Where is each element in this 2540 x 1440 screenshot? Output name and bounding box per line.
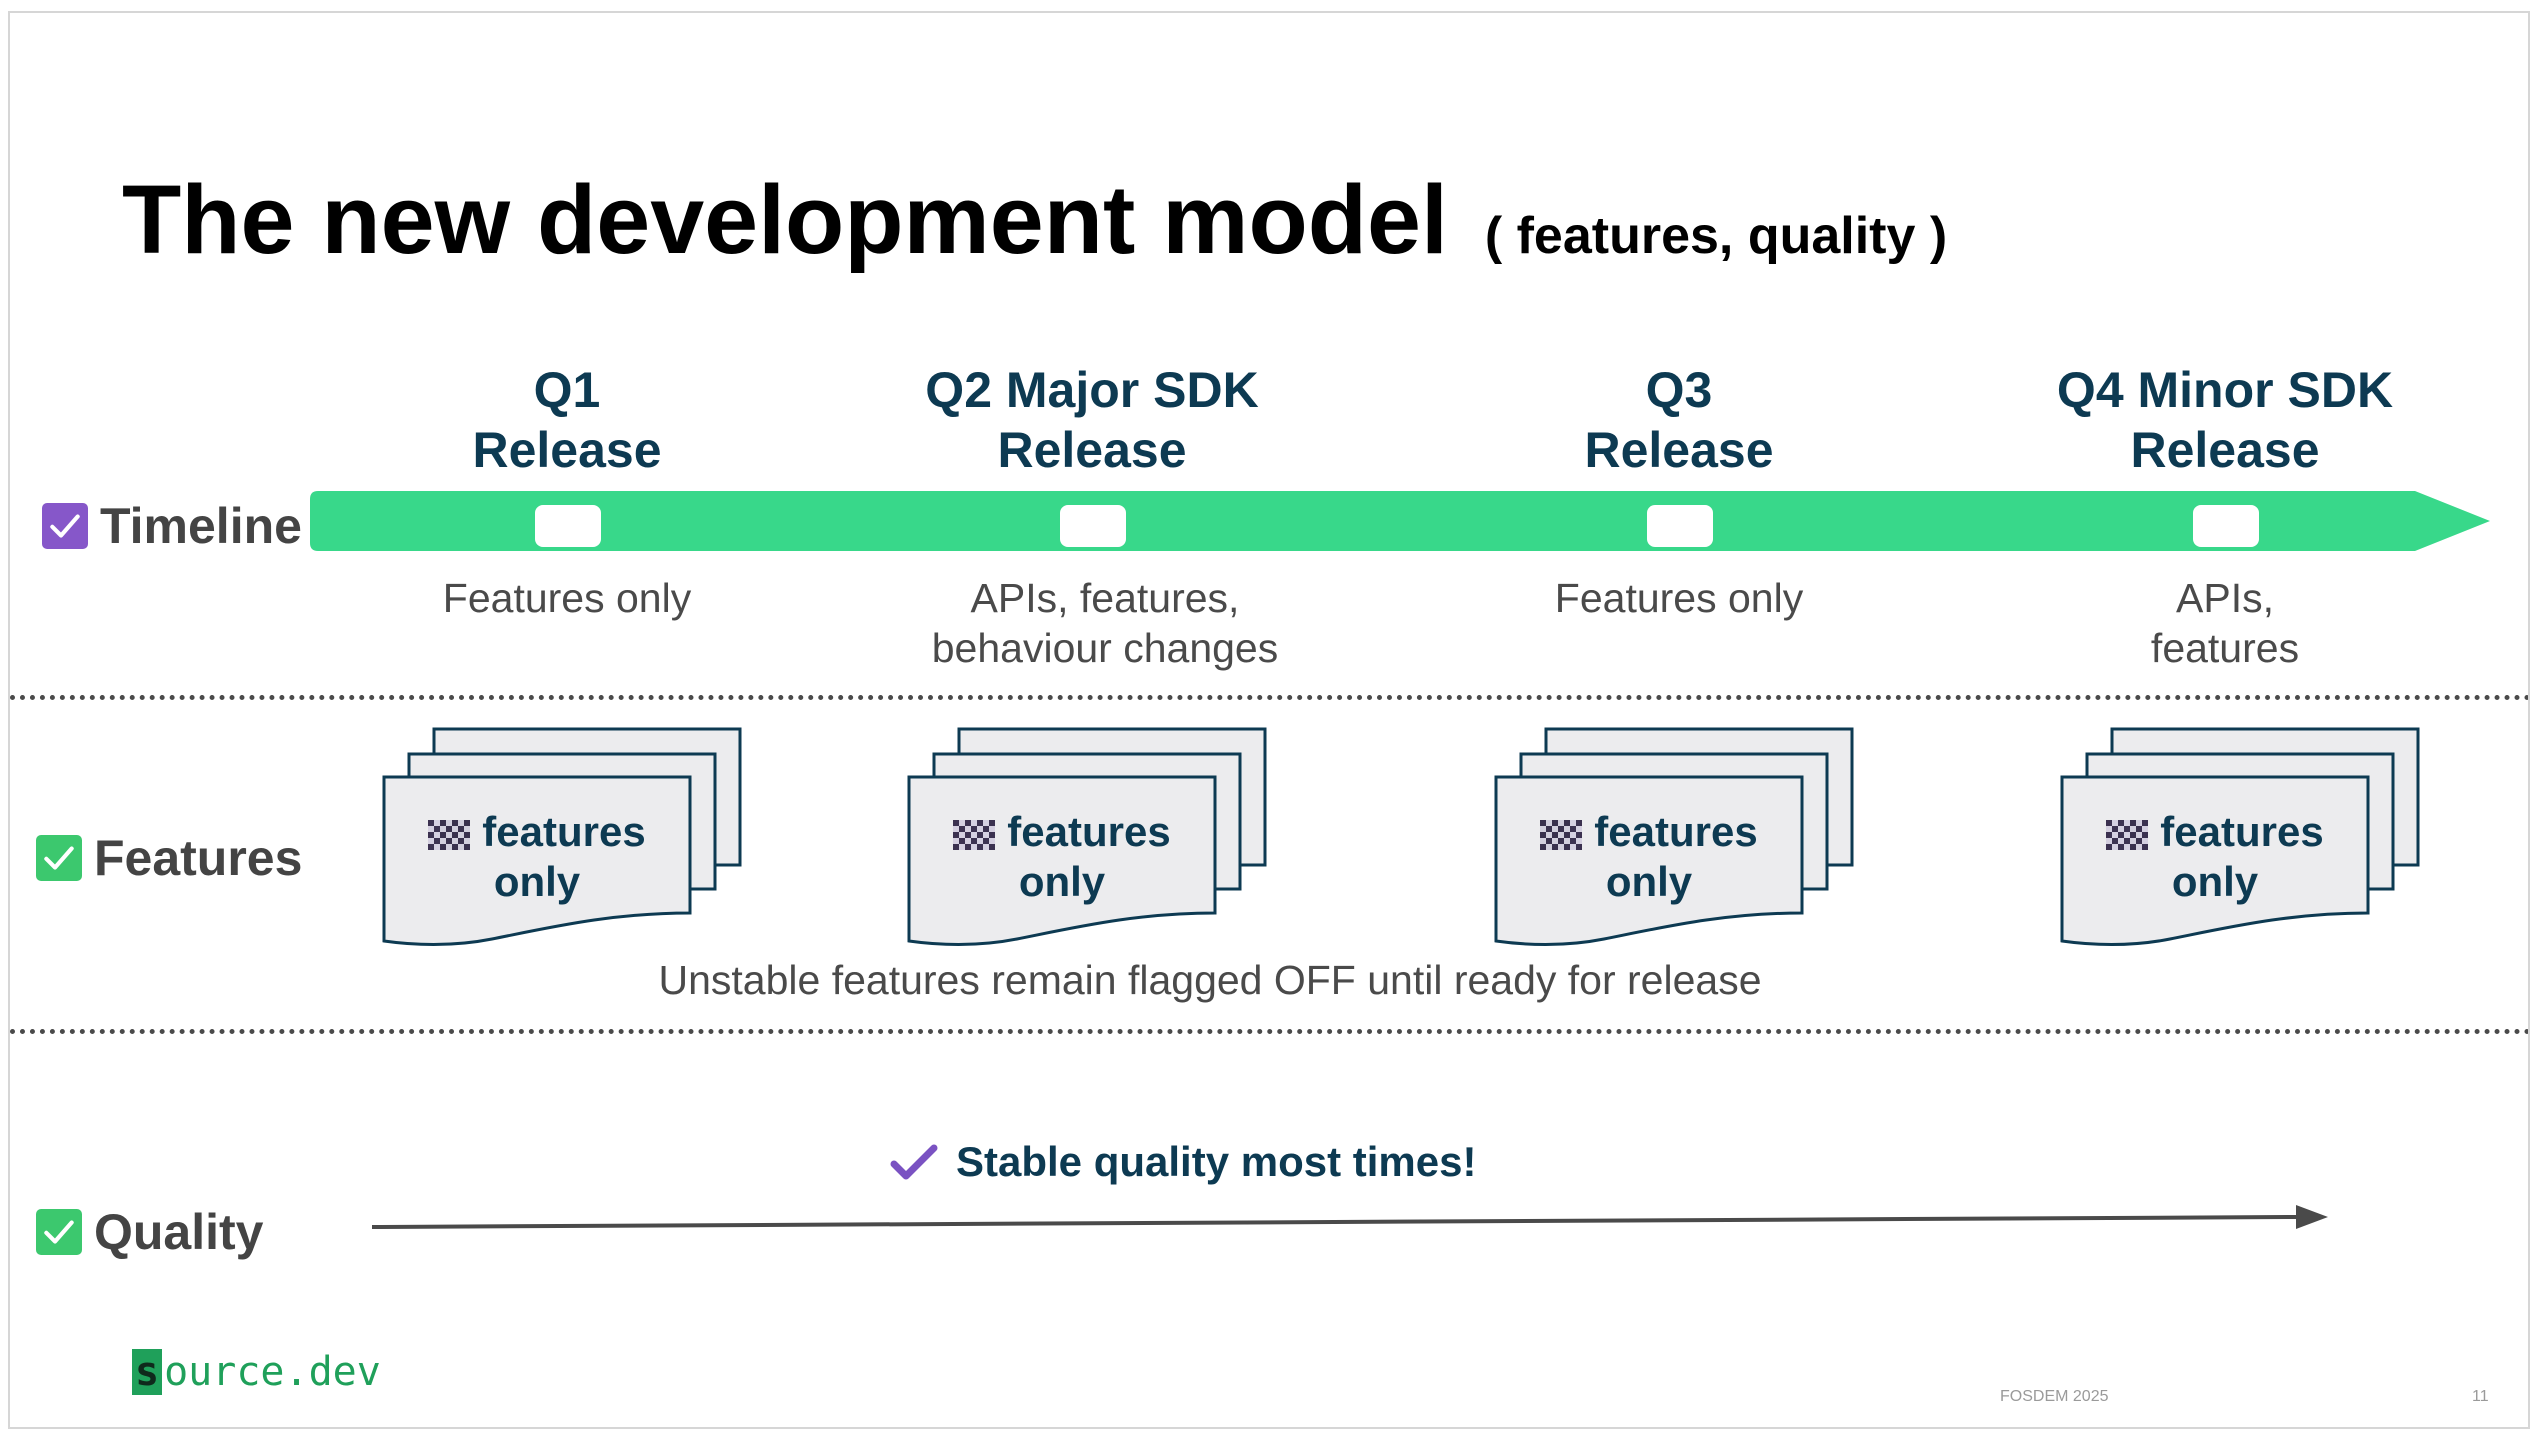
- feature-doc-line1: features: [2160, 808, 2324, 855]
- quarter-description-q3: Features only: [1379, 573, 1979, 623]
- feature-doc-line1: features: [1007, 808, 1171, 855]
- quarter-description-q4: APIs, features: [1925, 573, 2525, 673]
- row-label-features: Features: [36, 829, 302, 887]
- checkered-flag-icon: [428, 819, 471, 850]
- description-line1: Features only: [442, 575, 692, 621]
- quarter-heading-q2: Q2 Major SDK Release: [792, 360, 1392, 480]
- row-label-text: Quality: [94, 1204, 264, 1260]
- release-marker-q4: [2193, 505, 2259, 547]
- feature-doc-q3: features only: [1494, 727, 1854, 947]
- checkered-flag-icon: [2106, 819, 2149, 850]
- quarter-description-q2: APIs, features, behaviour changes: [805, 573, 1405, 673]
- release-marker-q2: [1060, 505, 1126, 547]
- feature-doc-q4: features only: [2060, 727, 2420, 947]
- slide-title: The new development model ( features, qu…: [122, 171, 1947, 268]
- feature-doc-label: features only: [1494, 807, 1804, 907]
- footer-event: FOSDEM 2025: [2000, 1388, 2109, 1405]
- quarter-heading-q4: Q4 Minor SDK Release: [1925, 360, 2525, 480]
- feature-doc-label: features only: [2060, 807, 2370, 907]
- quality-note-text: Stable quality most times!: [956, 1138, 1477, 1185]
- quarter-heading-q3: Q3 Release: [1379, 360, 1979, 480]
- feature-doc-q1: features only: [382, 727, 742, 947]
- check-icon: [36, 835, 82, 881]
- quarter-line1: Q4 Minor SDK: [2056, 362, 2394, 418]
- quarter-line2: Release: [2130, 422, 2320, 478]
- row-label-timeline: Timeline: [42, 497, 302, 555]
- quarter-line2: Release: [997, 422, 1187, 478]
- feature-doc-label: features only: [382, 807, 692, 907]
- logo-s: s: [132, 1349, 163, 1395]
- timeline-arrow: [310, 491, 2490, 551]
- document-stack-icon: [2060, 727, 2420, 946]
- description-line1: APIs,: [2176, 575, 2274, 621]
- feature-doc-line1: features: [482, 808, 646, 855]
- feature-doc-line2: only: [1018, 858, 1106, 905]
- divider-top: [10, 695, 2528, 700]
- feature-doc-label: features only: [907, 807, 1217, 907]
- title-subtitle: ( features, quality ): [1484, 207, 1948, 265]
- divider-bottom: [10, 1029, 2528, 1034]
- feature-doc-line2: only: [1605, 858, 1693, 905]
- quality-arrow: [371, 1205, 2328, 1229]
- row-label-text: Timeline: [100, 498, 302, 554]
- document-stack-icon: [382, 727, 742, 946]
- quarter-line1: Q1: [533, 362, 601, 418]
- description-line2: features: [2150, 625, 2300, 671]
- feature-doc-line2: only: [2171, 858, 2259, 905]
- document-stack-icon: [907, 727, 1267, 946]
- check-icon: [36, 1209, 82, 1255]
- quarter-line1: Q3: [1645, 362, 1713, 418]
- features-note: Unstable features remain flagged OFF unt…: [658, 957, 1762, 1003]
- purple-tick-icon: [890, 1144, 938, 1180]
- check-icon: [42, 503, 88, 549]
- description-line2: behaviour changes: [931, 625, 1279, 671]
- document-stack-icon: [1494, 727, 1854, 946]
- quality-note: Stable quality most times!: [890, 1138, 1476, 1186]
- quarter-line1: Q2 Major SDK: [925, 362, 1259, 418]
- quarter-line2: Release: [472, 422, 662, 478]
- feature-doc-q2: features only: [907, 727, 1267, 947]
- feature-doc-line1: features: [1594, 808, 1758, 855]
- row-label-quality: Quality: [36, 1203, 263, 1261]
- page-number: 11: [2472, 1388, 2489, 1405]
- source-dev-logo: s ource.dev: [132, 1349, 381, 1395]
- release-marker-q1: [535, 505, 601, 547]
- description-line1: Features only: [1554, 575, 1804, 621]
- checkered-flag-icon: [953, 819, 996, 850]
- quarter-line2: Release: [1584, 422, 1774, 478]
- quarter-heading-q1: Q1 Release: [267, 360, 867, 480]
- checkered-flag-icon: [1540, 819, 1583, 850]
- release-marker-q3: [1647, 505, 1713, 547]
- logo-text: ource.dev: [164, 1349, 381, 1395]
- row-label-text: Features: [94, 830, 303, 886]
- slide: The new development model ( features, qu…: [8, 11, 2530, 1429]
- quarter-description-q1: Features only: [267, 573, 867, 623]
- feature-doc-line2: only: [493, 858, 581, 905]
- title-main: The new development model: [122, 165, 1448, 274]
- description-line1: APIs, features,: [970, 575, 1240, 621]
